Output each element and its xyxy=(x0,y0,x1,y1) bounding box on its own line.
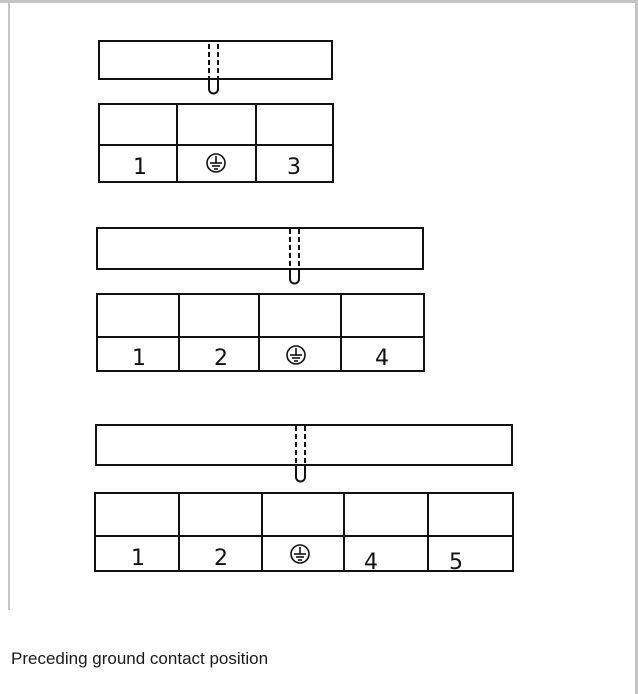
contact-label-2: 2 xyxy=(214,346,228,371)
contact-label-4: 4 xyxy=(364,550,378,575)
plug-bar xyxy=(95,424,513,466)
contact-label-4: 4 xyxy=(375,346,389,371)
contact-table: 1 2 4 5 xyxy=(94,492,514,575)
connector-three-pole: 1 3 xyxy=(98,40,334,183)
connector-four-pole: 1 2 4 xyxy=(96,227,425,372)
ground-contact-diagram: 1 3 xyxy=(94,40,514,575)
ground-symbol-icon xyxy=(206,153,226,173)
ground-pin xyxy=(295,426,306,483)
plug-bar xyxy=(98,40,333,80)
ground-pin xyxy=(289,229,300,285)
contact-label-3: 3 xyxy=(287,155,301,180)
ground-pin xyxy=(208,44,219,95)
contact-label-5: 5 xyxy=(449,550,463,575)
left-border-rule xyxy=(8,3,10,610)
ground-symbol-icon xyxy=(290,544,310,564)
plug-bar xyxy=(96,227,424,270)
figure-caption: Preceding ground contact position xyxy=(11,649,269,668)
contact-label-2: 2 xyxy=(214,546,228,571)
contact-label-1: 1 xyxy=(132,346,146,371)
contact-label-1: 1 xyxy=(131,546,145,571)
contact-table: 1 3 xyxy=(98,103,334,183)
contact-table: 1 2 4 xyxy=(96,293,425,372)
contact-label-1: 1 xyxy=(133,155,147,180)
ground-symbol-icon xyxy=(286,345,306,365)
connector-five-pole: 1 2 4 5 xyxy=(94,424,514,575)
